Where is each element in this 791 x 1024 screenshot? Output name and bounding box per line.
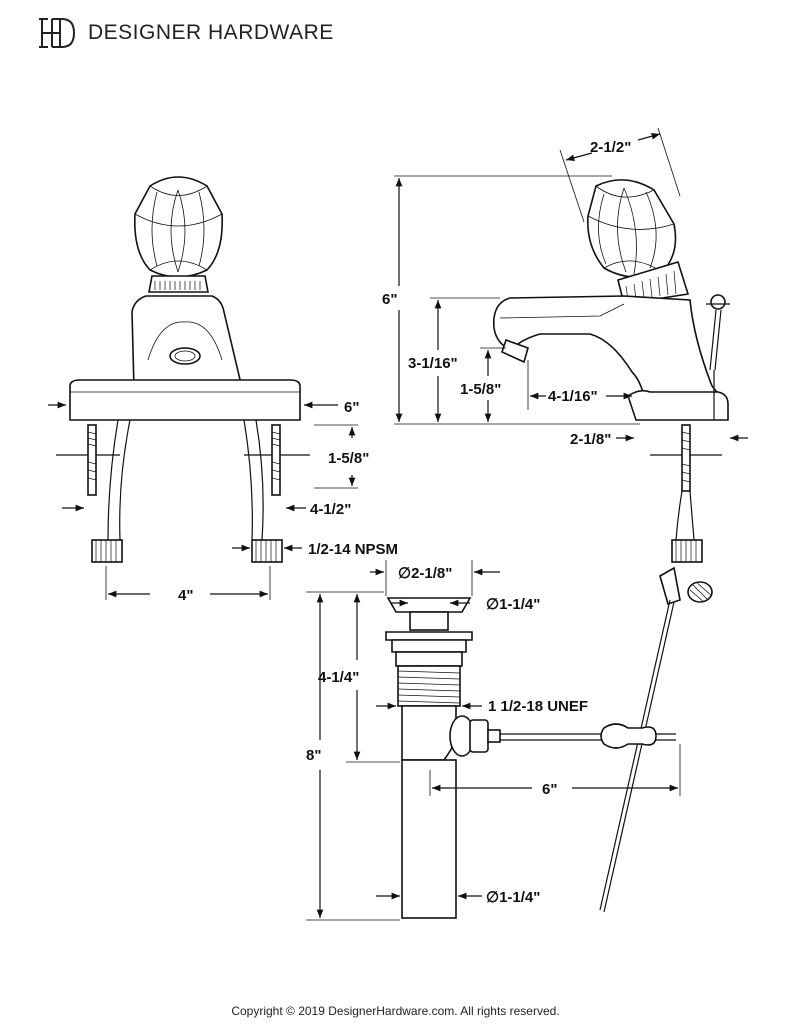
side-view-faucet (492, 179, 730, 913)
drain-dimension-lines (306, 560, 681, 921)
technical-drawing: 6" 1-5/8" 4-1/2" 4" 1/2-14 NPSM (48, 127, 748, 921)
front-dimension-lines (48, 401, 358, 600)
label-front-width: 6" (344, 399, 359, 416)
label-drain-flange: ∅2-1/8" (398, 565, 452, 582)
label-drain-rod: 6" (542, 781, 557, 798)
label-drain-body: 4-1/4" (318, 669, 359, 686)
label-drain-thread: 1 1/2-18 UNEF (488, 698, 588, 715)
label-side-base: 2-1/8" (570, 431, 611, 448)
label-front-leg: 4-1/2" (310, 501, 351, 518)
label-thread-npsm: 1/2-14 NPSM (308, 541, 398, 558)
drain-assembly (385, 597, 676, 919)
side-dimension-lines (394, 127, 748, 442)
label-side-spout-height: 3-1/16" (408, 355, 458, 372)
label-drain-top: ∅1-1/4" (486, 596, 540, 613)
front-shanks (56, 419, 310, 563)
label-front-shank: 1-5/8" (328, 450, 369, 467)
dh-logo-icon (39, 18, 76, 48)
front-view-faucet (56, 176, 310, 563)
label-drain-tail: ∅1-1/4" (486, 889, 540, 906)
label-side-reach: 4-1/16" (548, 388, 598, 405)
side-knob (587, 179, 677, 278)
label-side-height: 6" (382, 291, 397, 308)
label-drain-total: 8" (306, 747, 321, 764)
label-side-knob: 2-1/2" (590, 139, 631, 156)
brand-header: DESIGNER HARDWARE (38, 16, 334, 50)
front-knob (133, 176, 224, 293)
label-side-aerator: 1-5/8" (460, 381, 501, 398)
brand-name: DESIGNER HARDWARE (88, 21, 334, 44)
copyright-notice: Copyright © 2019 DesignerHardware.com. A… (231, 1004, 560, 1018)
label-front-spread: 4" (178, 587, 193, 604)
